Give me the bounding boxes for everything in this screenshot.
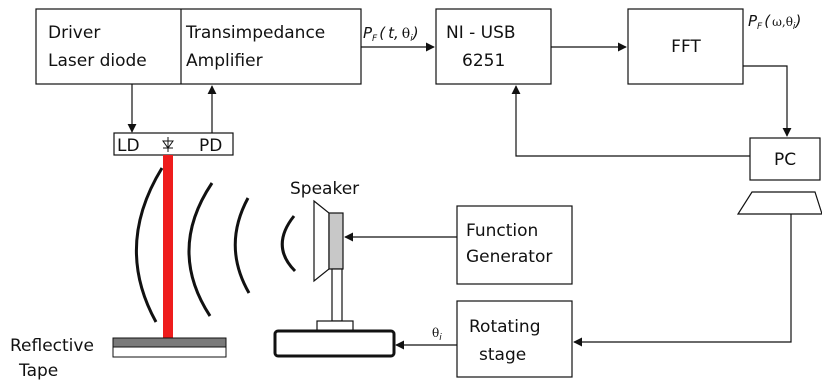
daq-label-line1: NI - USB — [446, 23, 516, 43]
sensor-head-box — [113, 132, 234, 156]
sound-wave-arc — [135, 167, 164, 323]
sensor-head: LD PD — [113, 132, 234, 156]
fft-box — [627, 8, 744, 85]
reflective-tape — [112, 337, 227, 358]
function-generator-line1: Function — [466, 221, 538, 241]
function-generator-block: Function Generator — [456, 205, 573, 285]
rotating-stage-block: Rotating stage — [456, 300, 573, 378]
pc-box — [749, 137, 821, 181]
reflective-label: Reflective — [10, 336, 94, 356]
laser-diode-label: Laser diode — [48, 51, 147, 71]
pc-label: PC — [774, 150, 796, 170]
driver-label: Driver — [48, 23, 100, 43]
transimpedance-label: Transimpedance — [185, 23, 325, 43]
fft-to-pc-arrow — [743, 65, 792, 137]
frequency-domain-signal-label: PF(ω,θi) — [748, 12, 801, 32]
angle-label: θi — [432, 326, 442, 343]
sound-wave-arc — [187, 182, 214, 317]
pc-to-daq-arrow — [511, 85, 750, 157]
sound-wave-arc — [280, 215, 297, 273]
diode-icon — [162, 137, 174, 152]
sound-wave-arc — [233, 197, 251, 294]
function-generator-box — [456, 205, 573, 285]
fft-block: FFT — [627, 8, 744, 85]
sound-waves — [135, 167, 297, 323]
keyboard-icon — [736, 191, 822, 215]
ld-label: LD — [117, 136, 140, 156]
speaker-label: Speaker — [290, 179, 359, 199]
laser-beam — [163, 155, 173, 338]
tape-label: Tape — [18, 361, 58, 381]
rotating-stage-line2: stage — [479, 345, 526, 365]
speaker-post — [331, 268, 343, 322]
connectors — [127, 42, 792, 350]
amplifier-label: Amplifier — [186, 51, 263, 71]
pc-to-rotating-stage-arrow — [573, 214, 792, 347]
fft-label: FFT — [671, 37, 701, 57]
time-domain-signal-label: PF(t,θi) — [363, 24, 419, 44]
daq-label-line2: 6251 — [462, 51, 505, 71]
speaker-icon — [313, 199, 354, 332]
rotating-platform — [273, 329, 396, 358]
function-generator-line2: Generator — [466, 247, 552, 267]
rotating-stage-box — [456, 300, 573, 378]
pc-block: PC — [736, 137, 822, 215]
driver-amplifier-block: Driver Laser diode Transimpedance Amplif… — [35, 8, 362, 85]
pd-label: PD — [199, 136, 222, 156]
daq-block: NI - USB 6251 — [435, 8, 552, 85]
driver-amplifier-box — [35, 8, 362, 85]
daq-box — [435, 8, 552, 85]
rotating-stage-line1: Rotating — [469, 317, 541, 337]
tape-top-layer — [112, 337, 227, 348]
tape-bottom-layer — [112, 346, 227, 358]
